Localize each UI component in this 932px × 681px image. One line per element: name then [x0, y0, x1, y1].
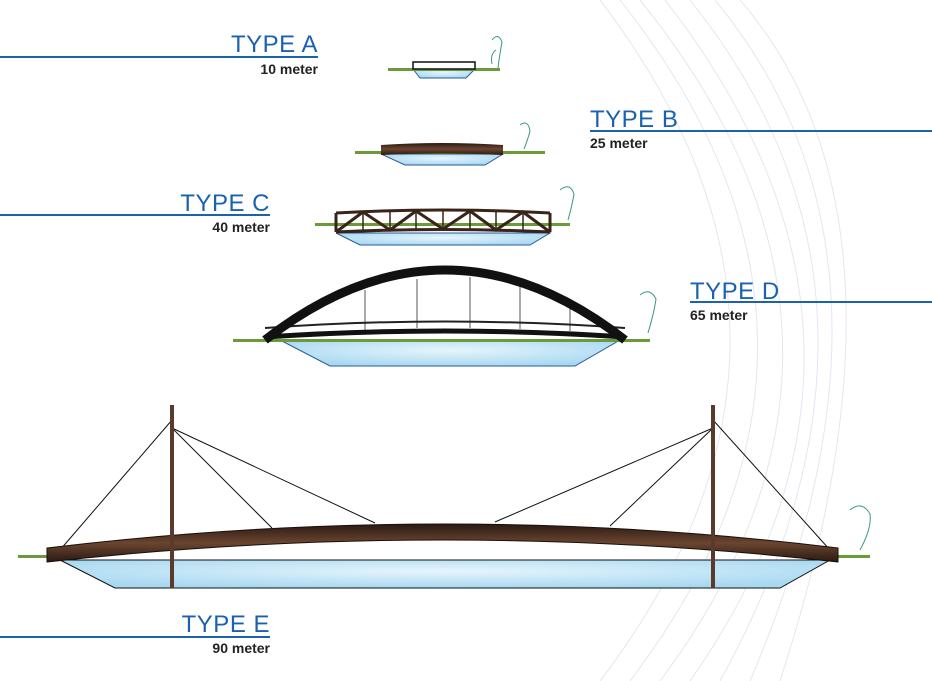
type-d-span: 65 meter [690, 307, 748, 323]
bridge-type-e [18, 405, 871, 589]
bridge-type-d [233, 265, 657, 367]
type-d-rule [690, 301, 932, 303]
type-e-rule [0, 636, 270, 638]
type-c-title: TYPE C [180, 190, 270, 217]
contour-lines [599, 0, 847, 681]
type-c-rule [0, 214, 270, 216]
type-b-rule [590, 130, 932, 132]
bridge-type-c [315, 186, 575, 246]
type-b-title: TYPE B [590, 106, 679, 133]
type-a-span: 10 meter [260, 61, 318, 77]
type-e-span: 90 meter [212, 640, 270, 656]
type-c-span: 40 meter [212, 219, 270, 235]
bridge-type-a [388, 36, 503, 79]
bridge-type-b [355, 122, 545, 166]
type-b-span: 25 meter [590, 135, 648, 151]
type-a-title: TYPE A [230, 31, 318, 58]
type-e-title: TYPE E [181, 611, 270, 638]
type-d-title: TYPE D [690, 278, 780, 305]
type-a-rule [0, 56, 318, 58]
